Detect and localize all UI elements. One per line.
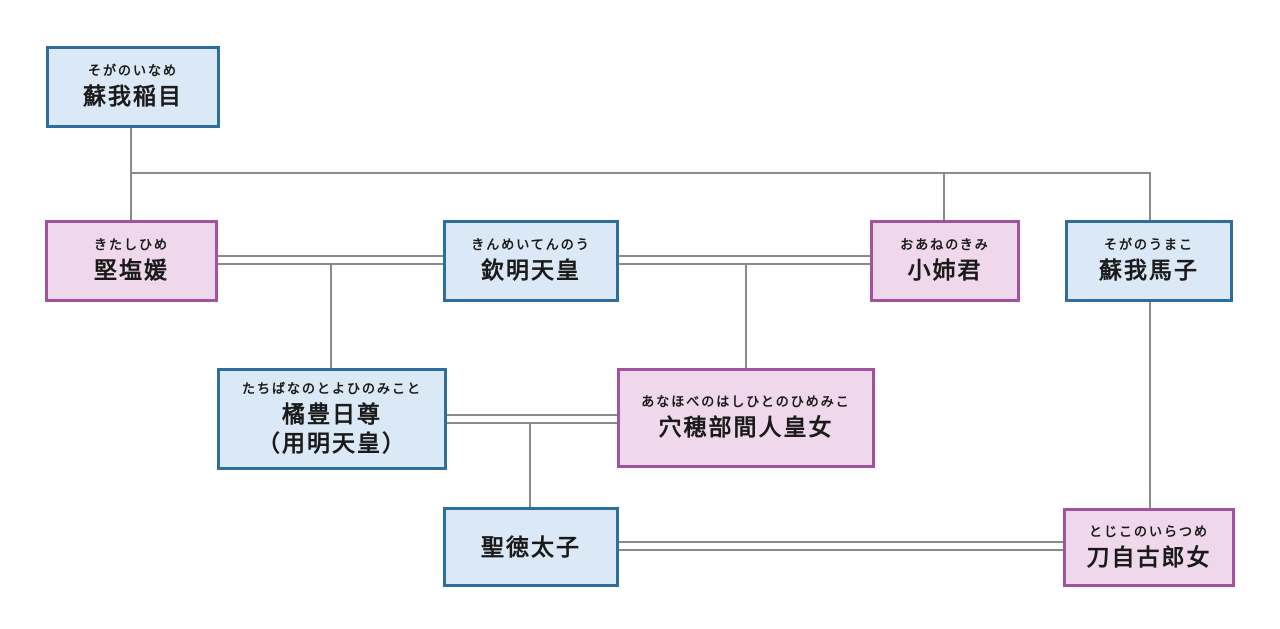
node-furigana: とじこのいらつめ <box>1088 523 1209 539</box>
node-kitashihime: きたしひめ 堅塩媛 <box>45 220 218 302</box>
node-anahobe-no-hashihito: あなほべのはしひとのひめみこ 穴穂部間人皇女 <box>617 368 875 468</box>
node-furigana: きたしひめ <box>93 237 169 252</box>
node-name: 聖徳太子 <box>481 533 581 560</box>
node-name: 小姉君 <box>907 257 983 284</box>
node-tachibana-no-toyohi: たちばなのとよひのみこと 橘豊日尊 （用明天皇） <box>217 368 447 470</box>
node-kinmei-tenno: きんめいてんのう 欽明天皇 <box>443 220 619 302</box>
node-name: 蘇我馬子 <box>1099 257 1199 284</box>
connector-umako-descent-line <box>1149 172 1151 220</box>
marriage-line-toyohi-hashihito <box>447 414 617 424</box>
node-name: 蘇我稲目 <box>83 83 183 110</box>
node-name: 刀自古郎女 <box>1086 543 1212 570</box>
node-shotoku-taishi: 聖徳太子 <box>443 507 619 587</box>
node-soga-no-umako: そがのうまこ 蘇我馬子 <box>1065 220 1233 302</box>
node-furigana: おあねのきみ <box>900 237 990 252</box>
connector-iname-descent-line <box>130 128 132 220</box>
node-name: 欽明天皇 <box>481 257 581 284</box>
node-tojiko-no-iratsume: とじこのいらつめ 刀自古郎女 <box>1063 508 1235 587</box>
node-oane-no-kimi: おあねのきみ 小姉君 <box>870 220 1020 302</box>
node-name: 橘豊日尊 <box>282 400 382 427</box>
node-furigana: あなほべのはしひとのひめみこ <box>641 394 851 409</box>
connector-hashihito-descent-line <box>745 263 747 368</box>
connector-shotoku-descent-line <box>529 422 531 507</box>
node-name: 穴穂部間人皇女 <box>658 414 834 441</box>
node-furigana: たちばなのとよひのみこと <box>241 380 422 396</box>
node-furigana: きんめいてんのう <box>471 237 591 252</box>
marriage-line-kinmei-oane <box>618 255 870 265</box>
node-name-alt: （用明天皇） <box>257 429 407 456</box>
connector-toyohi-descent-line <box>330 263 332 368</box>
connector-siblings-bus-line <box>130 172 1151 174</box>
connector-oane-descent-line <box>943 172 945 220</box>
marriage-line-shotoku-tojiko <box>619 541 1063 551</box>
node-soga-no-iname: そがのいなめ 蘇我稲目 <box>46 46 220 128</box>
node-furigana: そがのうまこ <box>1103 237 1194 252</box>
node-furigana: そがのいなめ <box>87 63 178 78</box>
connector-tojiko-descent-line <box>1149 302 1151 508</box>
node-name: 堅塩媛 <box>94 257 169 284</box>
